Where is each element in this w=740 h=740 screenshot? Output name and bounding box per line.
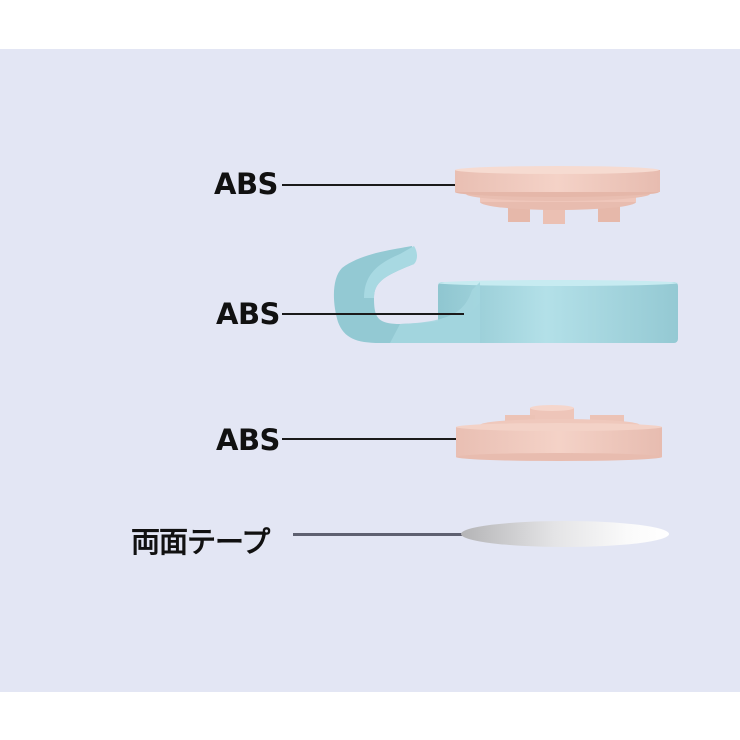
double-sided-tape-part bbox=[461, 521, 669, 547]
leader-line-tape bbox=[293, 533, 463, 536]
leader-line-base-plate bbox=[282, 438, 464, 440]
label-top-cap: ABS bbox=[214, 167, 278, 201]
leader-line-top-cap bbox=[282, 184, 464, 186]
hook-ring-part bbox=[333, 246, 678, 343]
label-double-sided-tape: 両面テープ bbox=[131, 525, 270, 559]
top-cap-part bbox=[455, 166, 660, 224]
leader-line-hook-ring bbox=[282, 313, 464, 315]
label-hook-ring: ABS bbox=[216, 297, 280, 331]
label-base-plate: ABS bbox=[216, 423, 280, 457]
base-plate-part bbox=[456, 405, 662, 461]
exploded-view-panel bbox=[0, 49, 740, 692]
